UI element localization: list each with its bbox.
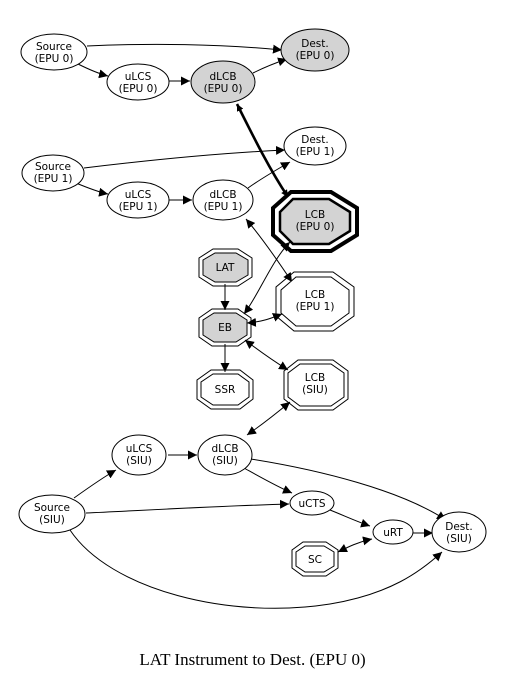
node-dlcb-siu-line2: (SIU) (212, 455, 238, 467)
node-eb: EB (198, 308, 252, 347)
node-dlcb-epu0-line1: dLCB (209, 71, 236, 83)
node-ulcs-epu0-line2: (EPU 0) (119, 83, 158, 95)
edge-source-epu0-to-ulcs-epu0 (77, 63, 109, 79)
node-dest-siu-line1: Dest. (445, 521, 472, 533)
node-ulcs-siu-line2: (SIU) (126, 455, 152, 467)
node-source-epu1-line1: Source (35, 161, 71, 173)
node-lat-label: LAT (216, 262, 235, 274)
edge-dlcb-siu-to-ucts (243, 467, 293, 494)
node-lcb-epu1: LCB (EPU 1) (275, 271, 355, 332)
node-ulcs-siu-line1: uLCS (126, 443, 153, 455)
node-ucts: uCTS (289, 490, 335, 516)
node-dest-epu1-line2: (EPU 1) (296, 146, 335, 158)
node-source-siu-line2: (SIU) (39, 514, 65, 526)
edge-eb-to-lcb-epu1 (246, 313, 283, 327)
node-urt-label: uRT (383, 527, 403, 539)
node-ucts-label: uCTS (298, 498, 325, 510)
figure-caption: LAT Instrument to Dest. (EPU 0) (139, 650, 366, 669)
edge-dlcb-epu0-to-lcb-epu0 (235, 103, 290, 198)
node-lcb-epu0-line2: (EPU 0) (296, 221, 335, 233)
nodes: Source (EPU 0) uLCS (EPU 0) dLCB (EPU 0)… (18, 28, 487, 577)
node-dest-epu0: Dest. (EPU 0) (280, 28, 350, 72)
node-source-epu0-line2: (EPU 0) (35, 53, 74, 65)
node-ssr-label: SSR (215, 384, 236, 396)
node-source-epu1-line2: (EPU 1) (34, 173, 73, 185)
node-ulcs-epu1-line1: uLCS (125, 189, 152, 201)
edge-source-siu-to-ulcs-siu (73, 469, 117, 499)
node-dlcb-siu: dLCB (SIU) (197, 434, 253, 476)
node-ulcs-epu1-line2: (EPU 1) (119, 201, 158, 213)
node-dlcb-siu-line1: dLCB (211, 443, 238, 455)
node-dest-siu: Dest. (SIU) (431, 511, 487, 553)
edge-ucts-to-urt (329, 509, 371, 528)
node-source-epu0: Source (EPU 0) (20, 33, 88, 71)
edge-sc-to-urt (337, 536, 373, 553)
edges (69, 43, 447, 609)
node-urt: uRT (372, 519, 414, 545)
edge-eb-to-lcb-siu (244, 339, 289, 371)
edge-source-epu0-to-dest-epu0 (86, 43, 283, 54)
node-lcb-epu1-line2: (EPU 1) (296, 301, 335, 313)
node-lcb-epu0: LCB (EPU 0) (271, 190, 359, 253)
node-dest-siu-line2: (SIU) (446, 533, 472, 545)
node-dlcb-epu1-line2: (EPU 1) (204, 201, 243, 213)
node-lcb-siu-line2: (SIU) (302, 384, 328, 396)
node-lcb-siu: LCB (SIU) (283, 359, 349, 411)
node-dlcb-epu1-line1: dLCB (209, 189, 236, 201)
node-source-siu-line1: Source (34, 502, 70, 514)
node-dlcb-epu0: dLCB (EPU 0) (190, 60, 256, 104)
node-lcb-epu0-line1: LCB (305, 209, 325, 221)
node-dest-epu1: Dest. (EPU 1) (283, 126, 347, 166)
node-lcb-epu1-line1: LCB (305, 289, 325, 301)
node-sc-label: SC (308, 554, 322, 566)
node-ulcs-siu: uLCS (SIU) (111, 434, 167, 476)
node-dlcb-epu0-line2: (EPU 0) (204, 83, 243, 95)
node-lat: LAT (198, 248, 253, 287)
node-dlcb-epu1: dLCB (EPU 1) (192, 179, 254, 221)
node-source-epu0-line1: Source (36, 41, 72, 53)
node-sc: SC (291, 541, 339, 577)
node-dest-epu0-line1: Dest. (301, 38, 328, 50)
node-dest-epu0-line2: (EPU 0) (296, 50, 335, 62)
node-source-siu: Source (SIU) (18, 494, 86, 534)
edge-dlcb-siu-to-dest-siu (250, 458, 447, 521)
node-dest-epu1-line1: Dest. (301, 134, 328, 146)
node-source-epu1: Source (EPU 1) (21, 154, 85, 192)
node-lcb-siu-line1: LCB (305, 372, 325, 384)
node-ulcs-epu0: uLCS (EPU 0) (106, 63, 170, 101)
edge-dlcb-epu1-to-dest-epu1 (247, 161, 291, 189)
edge-source-siu-to-dest-siu (69, 529, 443, 609)
edge-source-epu1-to-ulcs-epu1 (75, 182, 109, 197)
edge-dlcb-siu-to-lcb-siu (246, 401, 291, 436)
edge-dlcb-epu0-to-dest-epu0 (252, 57, 288, 74)
node-ulcs-epu1: uLCS (EPU 1) (106, 181, 170, 219)
node-eb-label: EB (218, 322, 232, 334)
node-ssr: SSR (196, 369, 254, 410)
edge-source-siu-to-ucts (85, 499, 290, 514)
edge-source-epu1-to-dest-epu1 (83, 145, 286, 169)
node-ulcs-epu0-line1: uLCS (125, 71, 152, 83)
